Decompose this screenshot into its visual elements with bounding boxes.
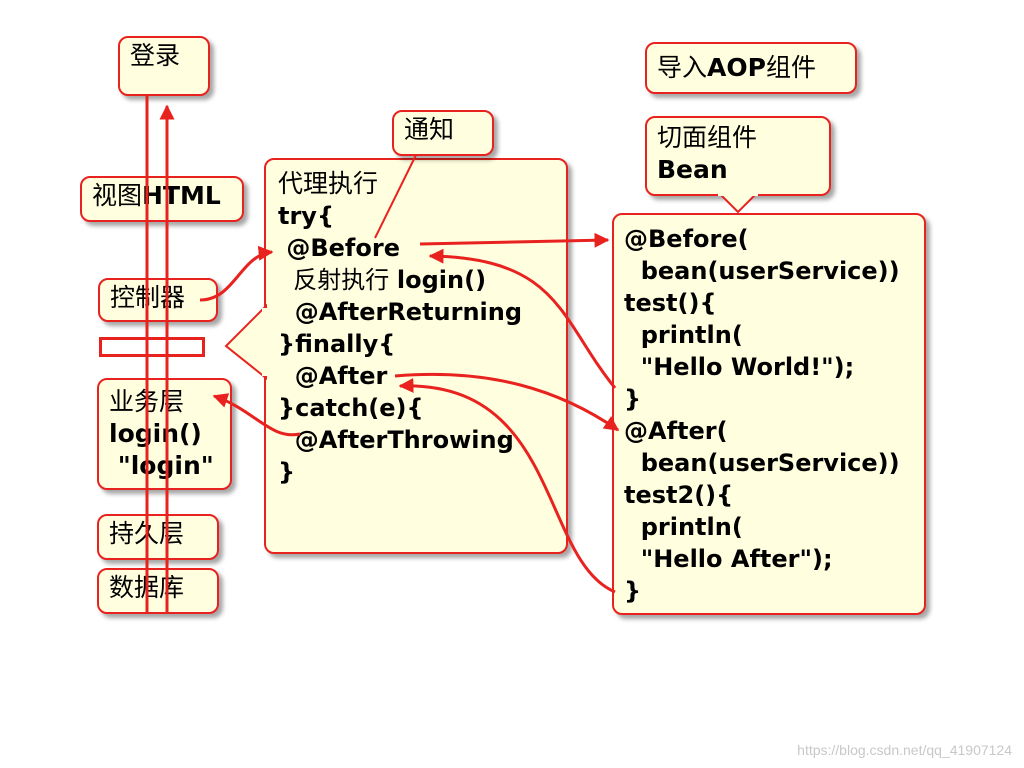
service-title: 业务层: [109, 387, 185, 416]
proxy-line-after-throwing: @AfterThrowing: [278, 426, 514, 454]
notice-label: 通知: [404, 115, 455, 144]
proxy-line-after: @After: [278, 362, 388, 390]
proxy-line-try: try{: [278, 202, 335, 230]
controller-label: 控制器: [110, 283, 186, 312]
notice-callout: 通知: [392, 110, 494, 156]
import-prefix: 导入: [657, 53, 708, 82]
aspect-label-2: Bean: [657, 155, 728, 184]
import-aop-callout: 导入AOP组件: [645, 42, 857, 94]
proxy-box: 代理执行 try{ @Before 反射执行 login() @AfterRet…: [264, 158, 568, 554]
aspect-line: @After(: [624, 417, 728, 445]
aspect-line: }: [624, 385, 642, 413]
proxy-line-before: @Before: [278, 234, 400, 262]
watermark: https://blog.csdn.net/qq_41907124: [797, 742, 1012, 758]
aspect-label-1: 切面组件: [657, 123, 758, 152]
proxy-reflect-zh: 反射执行: [278, 266, 397, 294]
database-label: 数据库: [109, 573, 185, 602]
aspect-line: "Hello After");: [624, 545, 833, 573]
proxy-reflect-code: login(): [396, 266, 487, 294]
service-value: "login": [109, 451, 214, 480]
aspect-line: bean(userService)): [624, 449, 900, 477]
view-label-html: HTML: [142, 181, 221, 210]
aspect-line: test(){: [624, 289, 717, 317]
persistence-box: 持久层: [97, 514, 219, 560]
aspect-line: println(: [624, 321, 743, 349]
aspect-line: println(: [624, 513, 743, 541]
login-label: 登录: [130, 41, 181, 70]
service-method: login(): [109, 419, 202, 448]
service-box: 业务层 login() "login": [97, 378, 232, 490]
proxy-title: 代理执行: [278, 169, 379, 198]
aspect-line: @Before(: [624, 225, 749, 253]
aspect-line: bean(userService)): [624, 257, 900, 285]
aspect-code-box: @Before( bean(userService)) test(){ prin…: [612, 213, 926, 615]
import-suffix: 组件: [765, 53, 816, 82]
import-aop: AOP: [707, 53, 766, 82]
aspect-line: }: [624, 577, 642, 605]
proxy-line-after-returning: @AfterReturning: [278, 298, 523, 326]
aspect-callout-pointer: [717, 193, 759, 214]
proxy-line-reflect: 反射执行 login(): [278, 264, 554, 296]
controller-box: 控制器: [98, 278, 218, 322]
persistence-label: 持久层: [109, 519, 185, 548]
view-html-box: 视图HTML: [80, 176, 244, 222]
proxy-line-finally: }finally{: [278, 330, 396, 358]
proxy-callout-pointer: [224, 303, 267, 381]
proxy-line-catch: }catch(e){: [278, 394, 424, 422]
login-box: 登录: [118, 36, 210, 96]
view-label-prefix: 视图: [92, 181, 143, 210]
proxy-slot: [99, 337, 205, 357]
aspect-bean-callout: 切面组件 Bean: [645, 116, 831, 196]
aspect-line: test2(){: [624, 481, 734, 509]
proxy-line-close: }: [278, 458, 296, 486]
aspect-line: "Hello World!");: [624, 353, 855, 381]
database-box: 数据库: [97, 568, 219, 614]
